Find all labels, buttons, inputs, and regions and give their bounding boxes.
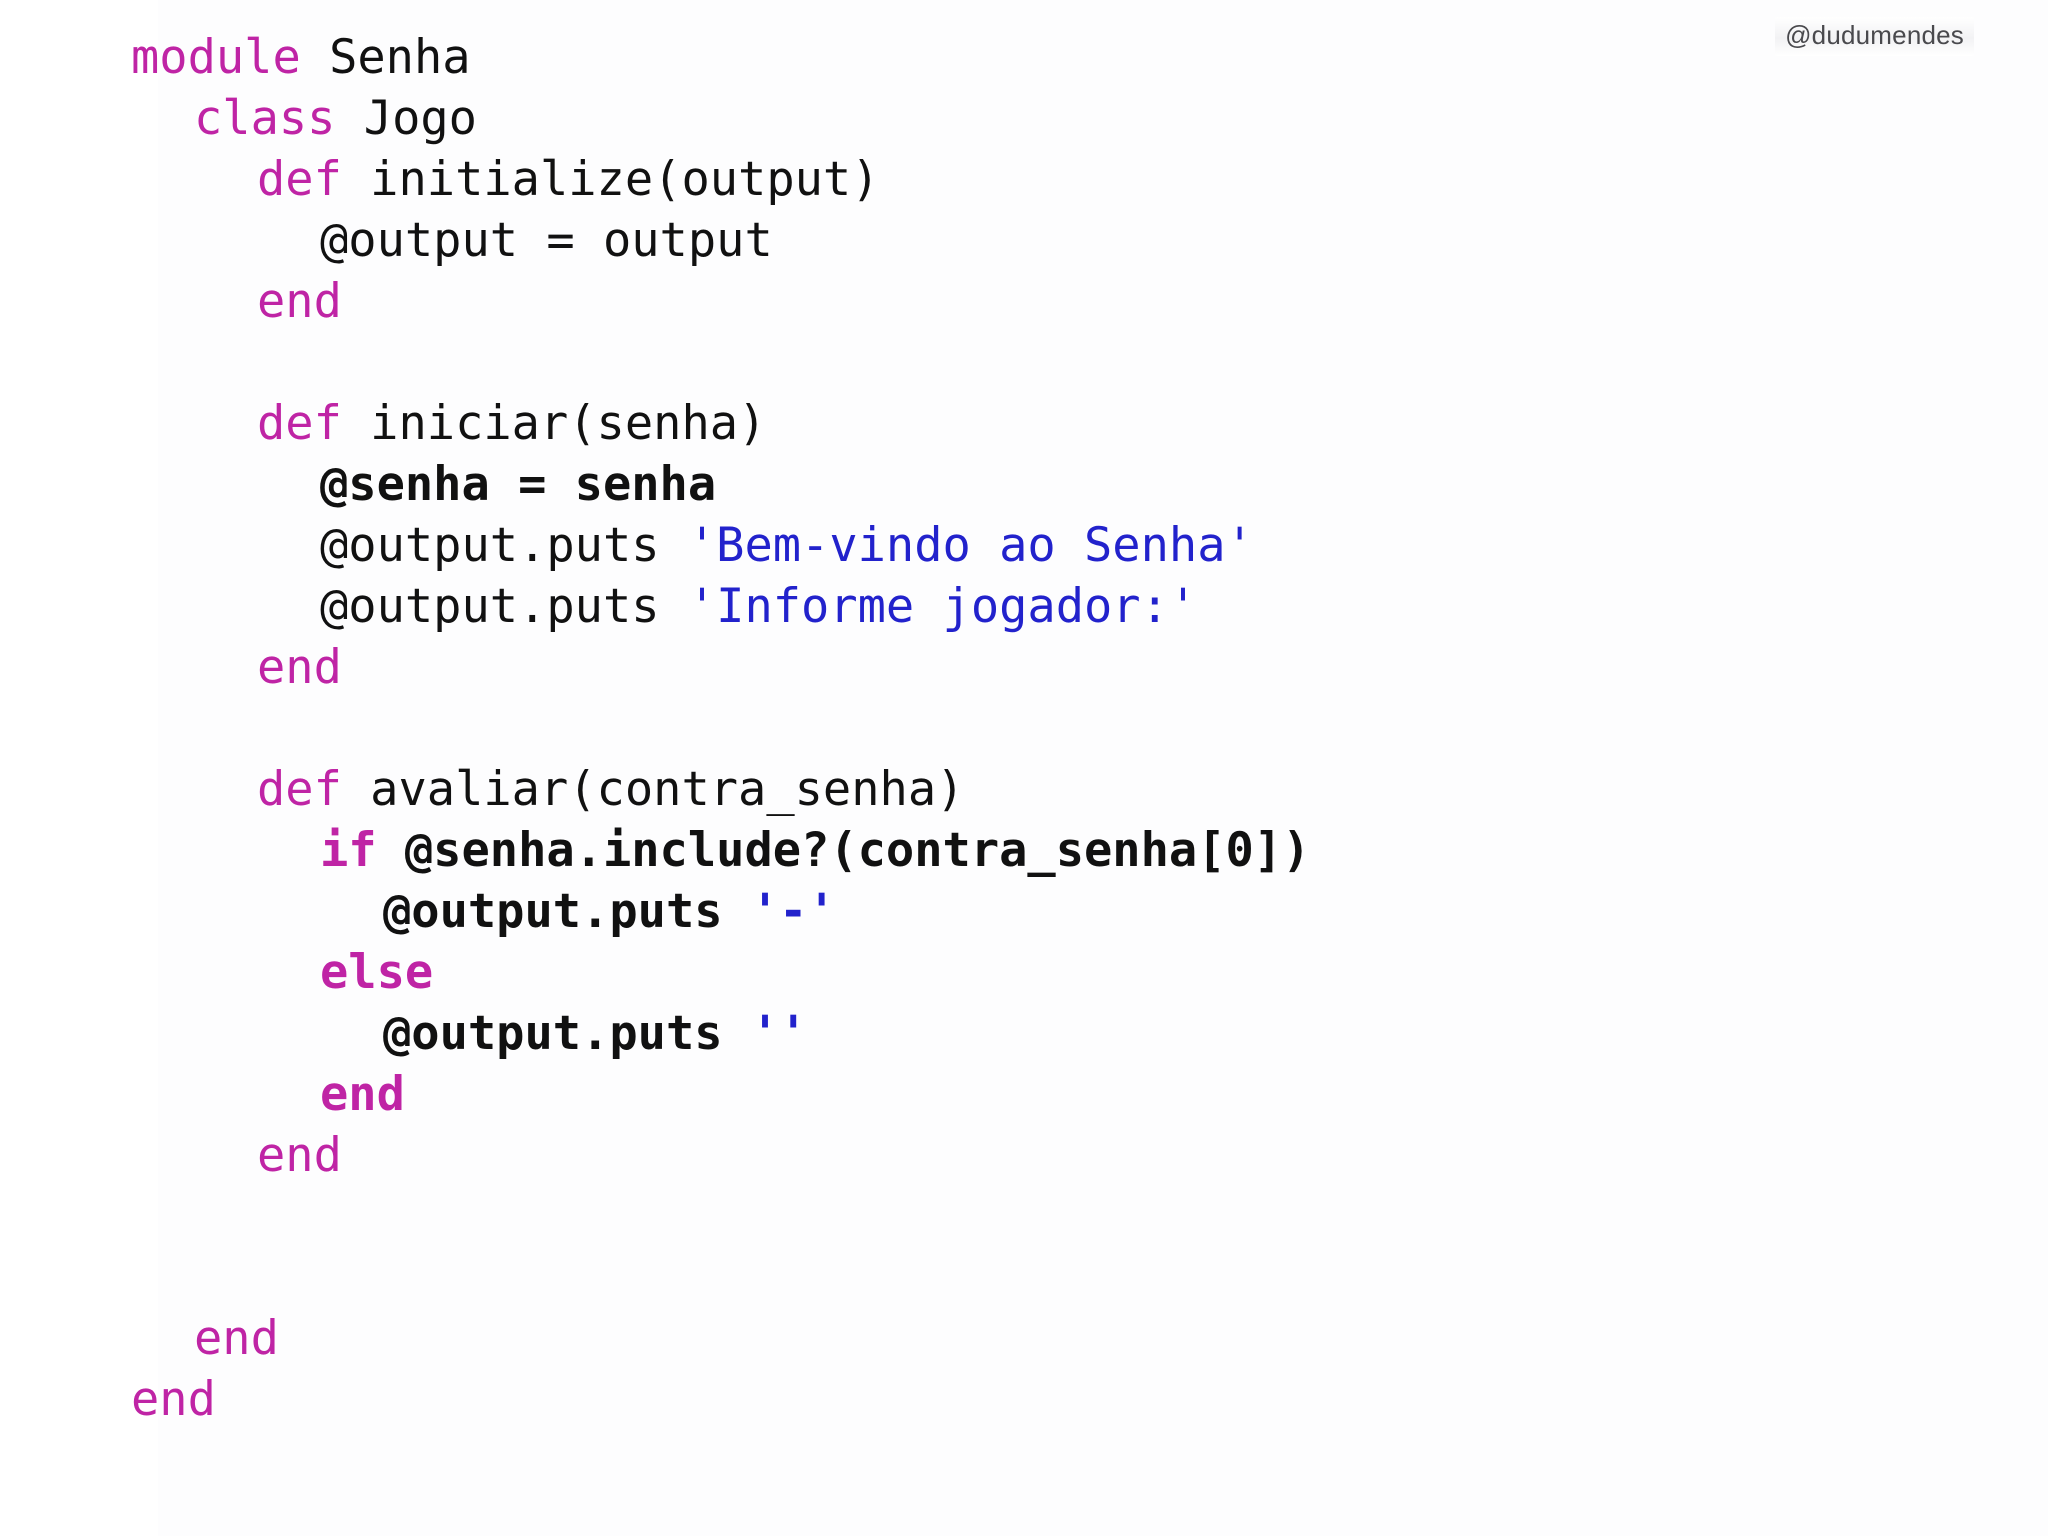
code-token-kw: if: [320, 823, 377, 878]
code-token-plain: Jogo: [335, 91, 477, 146]
code-token-str: 'Bem-vindo ao Senha': [687, 518, 1254, 573]
code-token-kw: else: [320, 945, 434, 1000]
code-line: class Jogo: [0, 88, 2048, 149]
code-token-plain: @senha.include?(contra_senha[0]): [376, 823, 1311, 878]
code-token-kw: module: [131, 30, 301, 85]
code-line: def initialize(output): [0, 149, 2048, 210]
code-token-plain: @output.puts: [320, 579, 688, 634]
code-token-str: '': [750, 1006, 808, 1061]
code-line: @output.puts '-': [0, 881, 2048, 942]
watermark-handle: @dudumendes: [1785, 20, 1964, 50]
code-line: end: [0, 1125, 2048, 1186]
code-token-kw: def: [257, 396, 342, 451]
code-token-plain: @output.puts: [383, 884, 751, 939]
code-line: @output.puts '': [0, 1003, 2048, 1064]
code-token-kw: end: [257, 274, 342, 329]
code-token-kw: end: [257, 1128, 342, 1183]
code-token-kw: end: [131, 1372, 216, 1427]
code-line: @output.puts 'Informe jogador:': [0, 576, 2048, 637]
code-token-kw: class: [194, 91, 336, 146]
code-line-blank: [0, 1186, 2048, 1247]
code-line: @output = output: [0, 210, 2048, 271]
code-token-plain: initialize(output): [341, 152, 880, 207]
watermark-badge: @dudumendes: [1775, 17, 1974, 56]
code-line: end: [0, 1064, 2048, 1125]
code-line: end: [0, 271, 2048, 332]
code-token-plain: @senha = senha: [320, 457, 717, 512]
code-line: def avaliar(contra_senha): [0, 759, 2048, 820]
code-line-blank: [0, 332, 2048, 393]
code-token-plain: @output = output: [320, 213, 773, 268]
code-token-kw: end: [320, 1067, 405, 1122]
code-token-plain: avaliar(contra_senha): [341, 762, 965, 817]
code-token-plain: @output.puts: [383, 1006, 751, 1061]
code-token-kw: def: [257, 762, 342, 817]
code-line: @output.puts 'Bem-vindo ao Senha': [0, 515, 2048, 576]
code-line: else: [0, 942, 2048, 1003]
code-line: if @senha.include?(contra_senha[0]): [0, 820, 2048, 881]
code-line-blank: [0, 698, 2048, 759]
code-token-plain: iniciar(senha): [341, 396, 767, 451]
code-line: end: [0, 637, 2048, 698]
code-token-plain: @output.puts: [320, 518, 688, 573]
code-line: end: [0, 1369, 2048, 1430]
code-token-str: '-': [750, 884, 836, 939]
code-token-kw: end: [194, 1311, 279, 1366]
code-token-plain: Senha: [300, 30, 471, 85]
code-token-str: 'Informe jogador:': [687, 579, 1198, 634]
code-line: module Senha: [0, 27, 2048, 88]
code-background-slab: [158, 0, 2048, 1536]
code-line-blank: [0, 1247, 2048, 1308]
code-token-kw: end: [257, 640, 342, 695]
code-line: @senha = senha: [0, 454, 2048, 515]
code-line: end: [0, 1308, 2048, 1369]
code-line: def iniciar(senha): [0, 393, 2048, 454]
code-token-kw: def: [257, 152, 342, 207]
